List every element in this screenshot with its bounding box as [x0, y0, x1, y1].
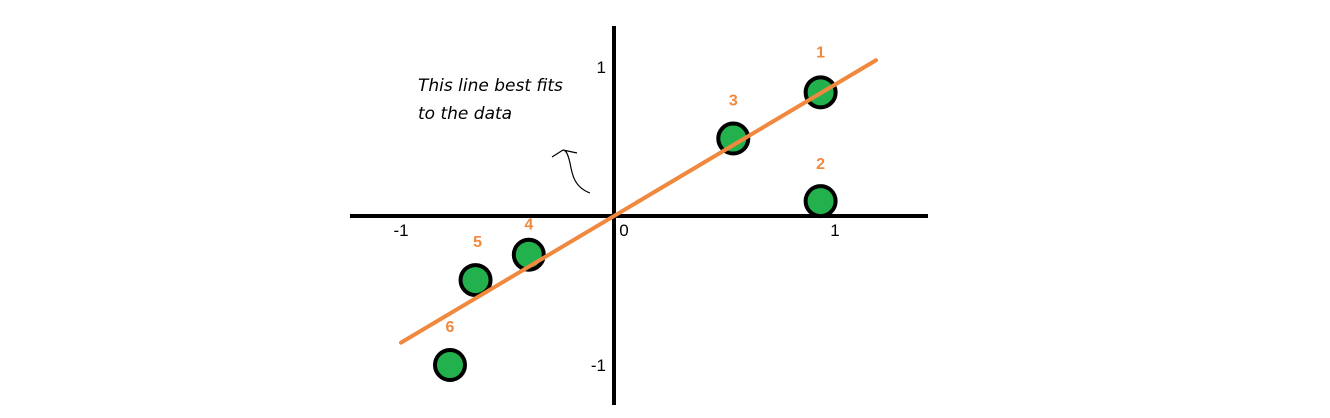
data-point	[432, 348, 467, 382]
labels-layer: 1 2 3 4 5 6	[446, 44, 826, 336]
fit-line	[399, 58, 878, 345]
x-tick-label: 1	[830, 221, 839, 240]
point-label: 3	[729, 93, 738, 110]
data-point	[458, 263, 493, 298]
point-label: 6	[446, 319, 455, 336]
fit-line-layer	[399, 58, 878, 345]
annotation-text: This line best fits to the data	[418, 76, 568, 124]
annotation-line-1: This line best fits	[418, 76, 563, 96]
y-tick-label: -1	[591, 356, 606, 375]
point-label: 2	[816, 156, 825, 173]
y-tick-label: 1	[597, 58, 606, 77]
x-tick-label: -1	[393, 221, 408, 240]
point-label: 5	[473, 234, 482, 251]
x-tick-label: 0	[619, 221, 628, 240]
data-point	[716, 121, 751, 156]
point-label: 4	[524, 217, 533, 234]
data-point	[803, 184, 838, 219]
point-label: 1	[816, 44, 825, 61]
hand-drawn-arrow	[551, 149, 591, 194]
tick-labels-layer: -1 0 1 1 -1	[393, 58, 839, 375]
annotation-line-2: to the data	[418, 104, 512, 124]
